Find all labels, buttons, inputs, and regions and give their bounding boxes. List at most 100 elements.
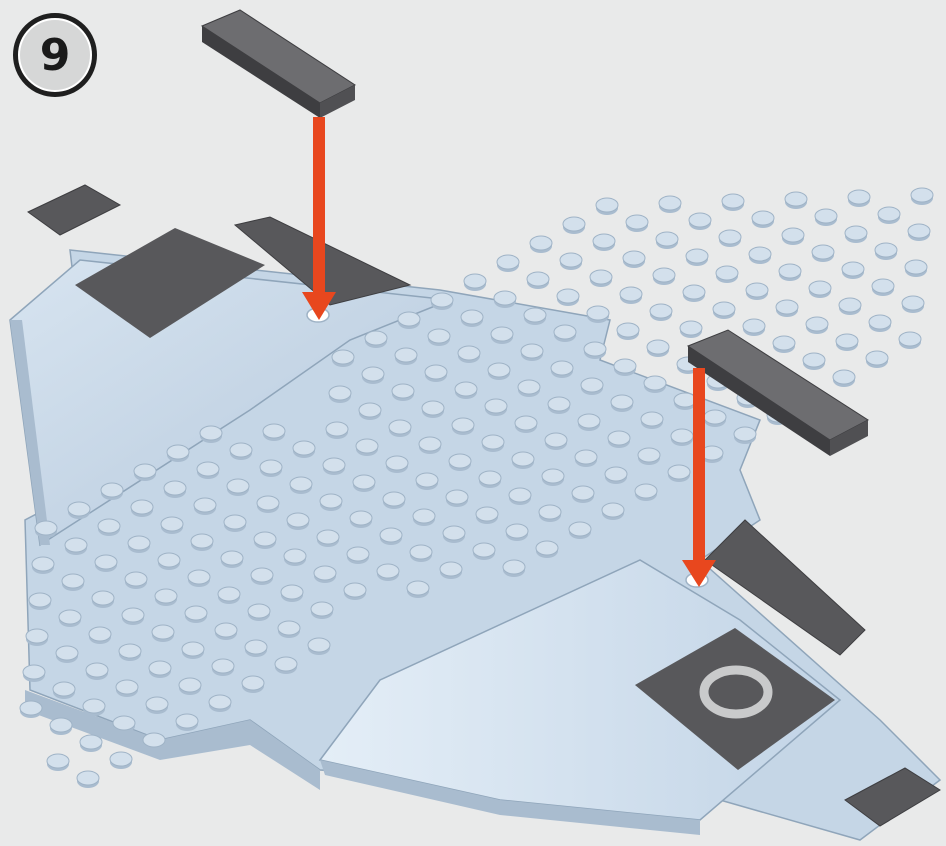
stud <box>802 352 826 368</box>
stud <box>607 430 631 446</box>
stud <box>52 681 76 697</box>
stud <box>217 586 241 602</box>
stud <box>775 299 799 315</box>
stud <box>259 459 283 475</box>
stud <box>445 489 469 505</box>
stud <box>847 189 871 205</box>
stud <box>583 341 607 357</box>
stud <box>574 449 598 465</box>
stud <box>712 301 736 317</box>
stud <box>910 187 934 203</box>
stud <box>121 607 145 623</box>
stud <box>559 252 583 268</box>
stud <box>685 248 709 264</box>
stud <box>772 335 796 351</box>
stud <box>55 645 79 661</box>
stud <box>196 461 220 477</box>
stud <box>865 350 889 366</box>
stud <box>406 580 430 596</box>
stud <box>184 605 208 621</box>
stud <box>478 470 502 486</box>
stud <box>421 400 445 416</box>
stud <box>682 284 706 300</box>
stud <box>490 326 514 342</box>
stud <box>496 254 520 270</box>
stud <box>901 295 925 311</box>
stud <box>841 261 865 277</box>
stud <box>88 626 112 642</box>
stud <box>307 637 331 653</box>
stud <box>487 362 511 378</box>
stud <box>214 622 238 638</box>
stud <box>811 244 835 260</box>
stud <box>157 552 181 568</box>
stud <box>550 360 574 376</box>
stud <box>277 620 301 636</box>
stud <box>481 434 505 450</box>
stud <box>748 246 772 262</box>
stud <box>745 282 769 298</box>
stud <box>577 413 601 429</box>
stud <box>424 364 448 380</box>
right-wing-tip <box>704 519 866 656</box>
stud <box>25 628 49 644</box>
stud <box>115 679 139 695</box>
stud <box>688 212 712 228</box>
stud <box>547 396 571 412</box>
stud <box>190 533 214 549</box>
stud <box>124 571 148 587</box>
stud <box>349 510 373 526</box>
stud <box>625 214 649 230</box>
stud <box>385 455 409 471</box>
stud <box>244 639 268 655</box>
stud <box>643 375 667 391</box>
stud <box>409 544 433 560</box>
stud <box>166 444 190 460</box>
stud <box>502 559 526 575</box>
stud <box>460 309 484 325</box>
stud <box>226 478 250 494</box>
stud <box>283 548 307 564</box>
stud <box>22 664 46 680</box>
stud <box>46 753 70 769</box>
stud <box>64 537 88 553</box>
stud <box>868 314 892 330</box>
stud <box>808 280 832 296</box>
stud <box>601 502 625 518</box>
stud <box>673 392 697 408</box>
stud <box>556 288 580 304</box>
right-wing <box>318 559 842 835</box>
stud <box>832 369 856 385</box>
stud <box>514 415 538 431</box>
stud <box>784 191 808 207</box>
stud <box>112 715 136 731</box>
stud <box>241 675 265 691</box>
stud <box>646 339 670 355</box>
stud <box>805 316 829 332</box>
stud <box>472 542 496 558</box>
stud <box>289 476 313 492</box>
stud <box>358 402 382 418</box>
stud <box>655 231 679 247</box>
stud <box>877 206 901 222</box>
stud <box>67 501 91 517</box>
roundel-emblem <box>699 665 773 719</box>
stud <box>286 512 310 528</box>
stud <box>181 641 205 657</box>
stud <box>223 514 247 530</box>
stud <box>256 495 280 511</box>
stud <box>457 345 481 361</box>
stud <box>604 466 628 482</box>
stud <box>28 592 52 608</box>
stud <box>199 425 223 441</box>
stud <box>742 318 766 334</box>
stud <box>319 493 343 509</box>
stud <box>523 307 547 323</box>
stud <box>835 333 859 349</box>
stud <box>871 278 895 294</box>
step-number-badge: 9 <box>13 13 97 97</box>
stud <box>187 569 211 585</box>
stud <box>751 210 775 226</box>
stud <box>904 259 928 275</box>
stud <box>613 358 637 374</box>
